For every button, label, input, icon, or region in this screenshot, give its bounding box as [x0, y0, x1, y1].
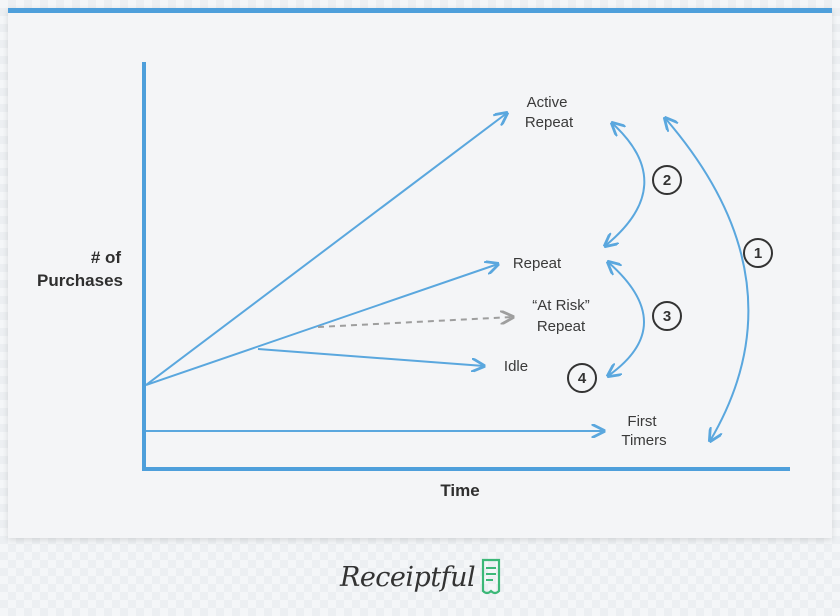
label-active-repeat-line2: Repeat: [525, 114, 574, 131]
transition-badge-3: 3: [652, 301, 682, 331]
label-repeat: Repeat: [513, 255, 562, 272]
arrow-to-active-repeat: [145, 113, 507, 386]
label-first-timers-line1: First: [627, 413, 657, 430]
y-axis-label-line1: # of: [91, 248, 122, 267]
label-at-risk-line1: “At Risk”: [532, 297, 590, 314]
label-first-timers-line2: Timers: [621, 432, 666, 449]
transition-arrow-3-4: [608, 262, 645, 376]
transition-number: 1: [754, 245, 762, 262]
transition-arrow-2: [605, 123, 646, 246]
y-axis-label-line2: Purchases: [37, 271, 123, 290]
label-at-risk-line2: Repeat: [537, 318, 586, 335]
transition-arrow-1: [665, 118, 750, 441]
x-axis-label: Time: [440, 481, 479, 500]
arrow-to-repeat: [145, 264, 498, 386]
receipt-icon: [482, 558, 501, 595]
label-idle: Idle: [504, 358, 528, 375]
transition-badge-2: 2: [652, 165, 682, 195]
transition-number: 3: [663, 308, 671, 325]
transition-number: 4: [578, 370, 587, 387]
arrow-to-at-risk: [317, 317, 513, 328]
label-active-repeat-line1: Active: [527, 94, 568, 111]
logo-wordmark: Receiptful: [340, 561, 476, 593]
transition-badge-1: 1: [743, 238, 773, 268]
transition-badge-4: 4: [567, 363, 597, 393]
receiptful-logo: Receiptful: [340, 552, 503, 602]
arrow-to-idle: [257, 348, 484, 366]
transition-number: 2: [663, 172, 671, 189]
